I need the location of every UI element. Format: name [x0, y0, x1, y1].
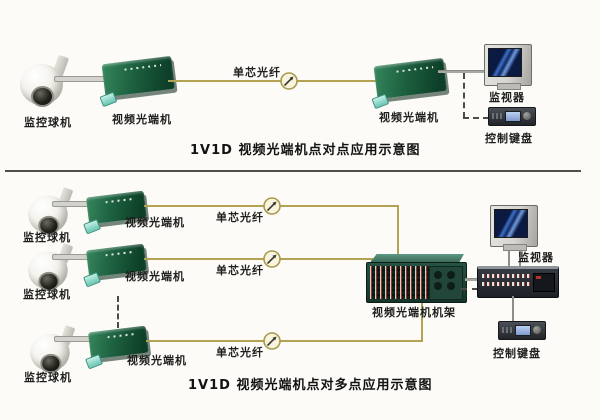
- fiber-label: 单芯光纤: [216, 346, 264, 359]
- matrix-switcher-icon: [477, 266, 559, 298]
- camera-label: 监控球机: [23, 288, 71, 301]
- fiber-connector-icon: [263, 332, 281, 350]
- control-line: [512, 296, 514, 322]
- video-line: [508, 248, 510, 267]
- camera-lens-icon: [31, 86, 54, 107]
- keyboard-label: 控制键盘: [485, 132, 533, 145]
- transmitter-label: 视频光端机: [112, 113, 172, 126]
- optical-transceiver-icon: [371, 57, 449, 110]
- more-cameras-ellipsis: [117, 296, 119, 328]
- fiber-label: 单芯光纤: [216, 211, 264, 224]
- monitor-screen: [494, 209, 528, 238]
- dome-camera-icon: [28, 187, 78, 238]
- transceiver-label: 视频光端机: [125, 216, 185, 229]
- control-keyboard-icon: [498, 321, 546, 340]
- camera-lens-icon: [38, 271, 60, 292]
- optical-transceiver-icon: [99, 55, 177, 108]
- transceiver-label: 视频光端机: [125, 270, 185, 283]
- top-caption: 1V1D 视频光端机点对点应用示意图: [190, 143, 421, 158]
- fiber-connector-icon: [263, 250, 281, 268]
- camera-label: 监控球机: [24, 371, 72, 384]
- camera-label: 监控球机: [23, 231, 71, 244]
- keyboard-label: 控制键盘: [493, 347, 541, 360]
- rack-knobs: [428, 266, 463, 300]
- joystick-icon: [523, 112, 531, 120]
- section-divider: [5, 170, 581, 172]
- control-line-dashed: [463, 117, 489, 119]
- video-line: [465, 278, 478, 281]
- receiver-label: 视频光端机: [379, 111, 439, 124]
- control-line-dashed: [461, 288, 478, 290]
- fiber-line: [144, 258, 373, 260]
- fiber-label: 单芯光纤: [216, 264, 264, 277]
- video-line: [438, 70, 486, 73]
- control-line-dashed: [463, 73, 465, 118]
- control-keyboard-icon: [488, 107, 536, 126]
- joystick-icon: [533, 326, 541, 334]
- fiber-port-icon: [99, 91, 118, 108]
- transceiver-rack-icon: [366, 254, 467, 303]
- video-cable: [54, 76, 110, 82]
- monitor-label: 监视器: [489, 91, 525, 104]
- fiber-line: [168, 80, 382, 82]
- monitor-label: 监视器: [518, 251, 554, 264]
- camera-label: 监控球机: [24, 116, 72, 129]
- video-line: [519, 248, 521, 267]
- bottom-caption: 1V1D 视频光端机点对多点应用示意图: [188, 378, 433, 393]
- transceiver-label: 视频光端机: [127, 354, 187, 367]
- monitor-icon: [484, 44, 532, 90]
- fiber-port-icon: [371, 93, 390, 110]
- dome-camera-icon: [20, 54, 74, 110]
- monitor-icon: [490, 205, 538, 251]
- fiber-line: [421, 301, 423, 342]
- fiber-connector-icon: [280, 72, 298, 90]
- fiber-line: [146, 340, 423, 342]
- rack-modules: [370, 266, 429, 299]
- rack-label: 视频光端机机架: [372, 306, 456, 319]
- monitor-screen: [488, 48, 522, 77]
- fiber-connector-icon: [263, 197, 281, 215]
- camera-lens-icon: [38, 215, 60, 236]
- fiber-line: [397, 205, 399, 264]
- fiber-label: 单芯光纤: [233, 66, 281, 79]
- camera-lens-icon: [40, 353, 62, 374]
